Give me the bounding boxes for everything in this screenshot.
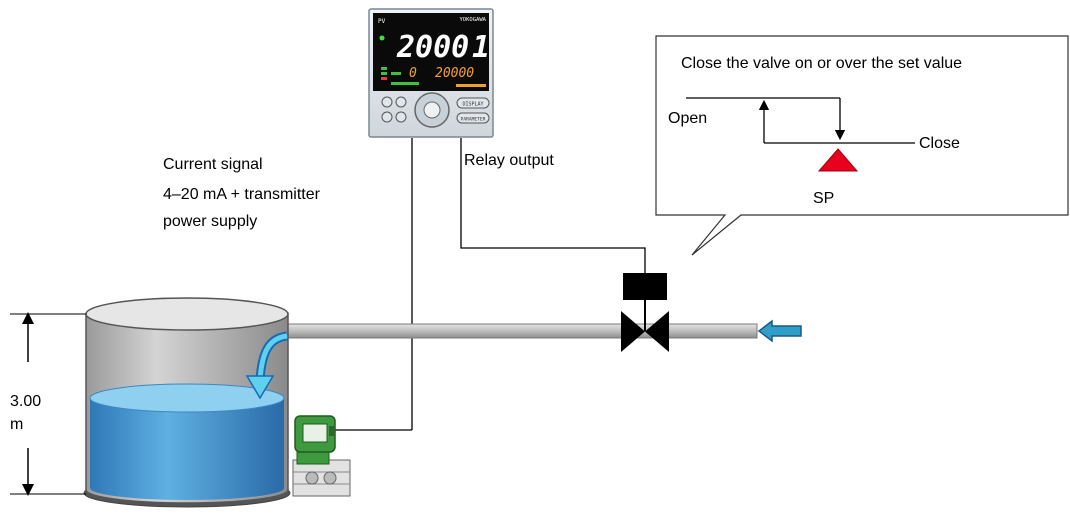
yokogawa-controller-icon: PV YOKOGAWA 2000 1 0 20000 DISPLAY PARAM… <box>368 8 494 138</box>
callout-title: Close the valve on or over the set value <box>681 55 962 72</box>
height-unit: m <box>10 416 23 433</box>
callout-close-label: Close <box>919 135 960 152</box>
sp-marker <box>817 148 859 172</box>
level-transmitter-icon <box>292 415 351 497</box>
inlet-arrow-icon <box>757 319 802 343</box>
callout-open-label: Open <box>668 110 707 127</box>
callout-box <box>655 35 1069 256</box>
height-value: 3.00 <box>10 393 41 410</box>
controller-sv-left: 0 <box>409 66 417 81</box>
controller-parameter-button: PARAMETER <box>461 117 486 123</box>
controller-status-led <box>379 35 385 41</box>
water-surface <box>89 383 285 413</box>
inlet-pipe <box>286 323 758 339</box>
controller-display-button: DISPLAY <box>462 102 483 108</box>
current-signal-label-line2: 4–20 mA + transmitter <box>163 186 321 203</box>
water-tank <box>83 297 291 508</box>
water-body <box>90 398 284 500</box>
relay-output-label: Relay output <box>464 152 554 169</box>
callout-sp-label: SP <box>813 190 834 207</box>
controller-pv-tag: PV <box>378 18 386 25</box>
control-valve-icon <box>621 273 669 352</box>
controller-pv-suffix: 1 <box>472 30 490 65</box>
controller-pv-display: 2000 <box>396 30 469 65</box>
fill-arrow-icon <box>245 331 288 400</box>
controller-sv-right: 20000 <box>435 66 474 81</box>
current-signal-label-line1: Current signal <box>163 156 263 173</box>
controller-brand: YOKOGAWA <box>460 17 487 23</box>
height-dimension <box>10 312 86 496</box>
hysteresis-graph <box>686 97 915 144</box>
relay-output-wire <box>460 138 646 273</box>
current-signal-label-line3: power supply <box>163 213 257 230</box>
